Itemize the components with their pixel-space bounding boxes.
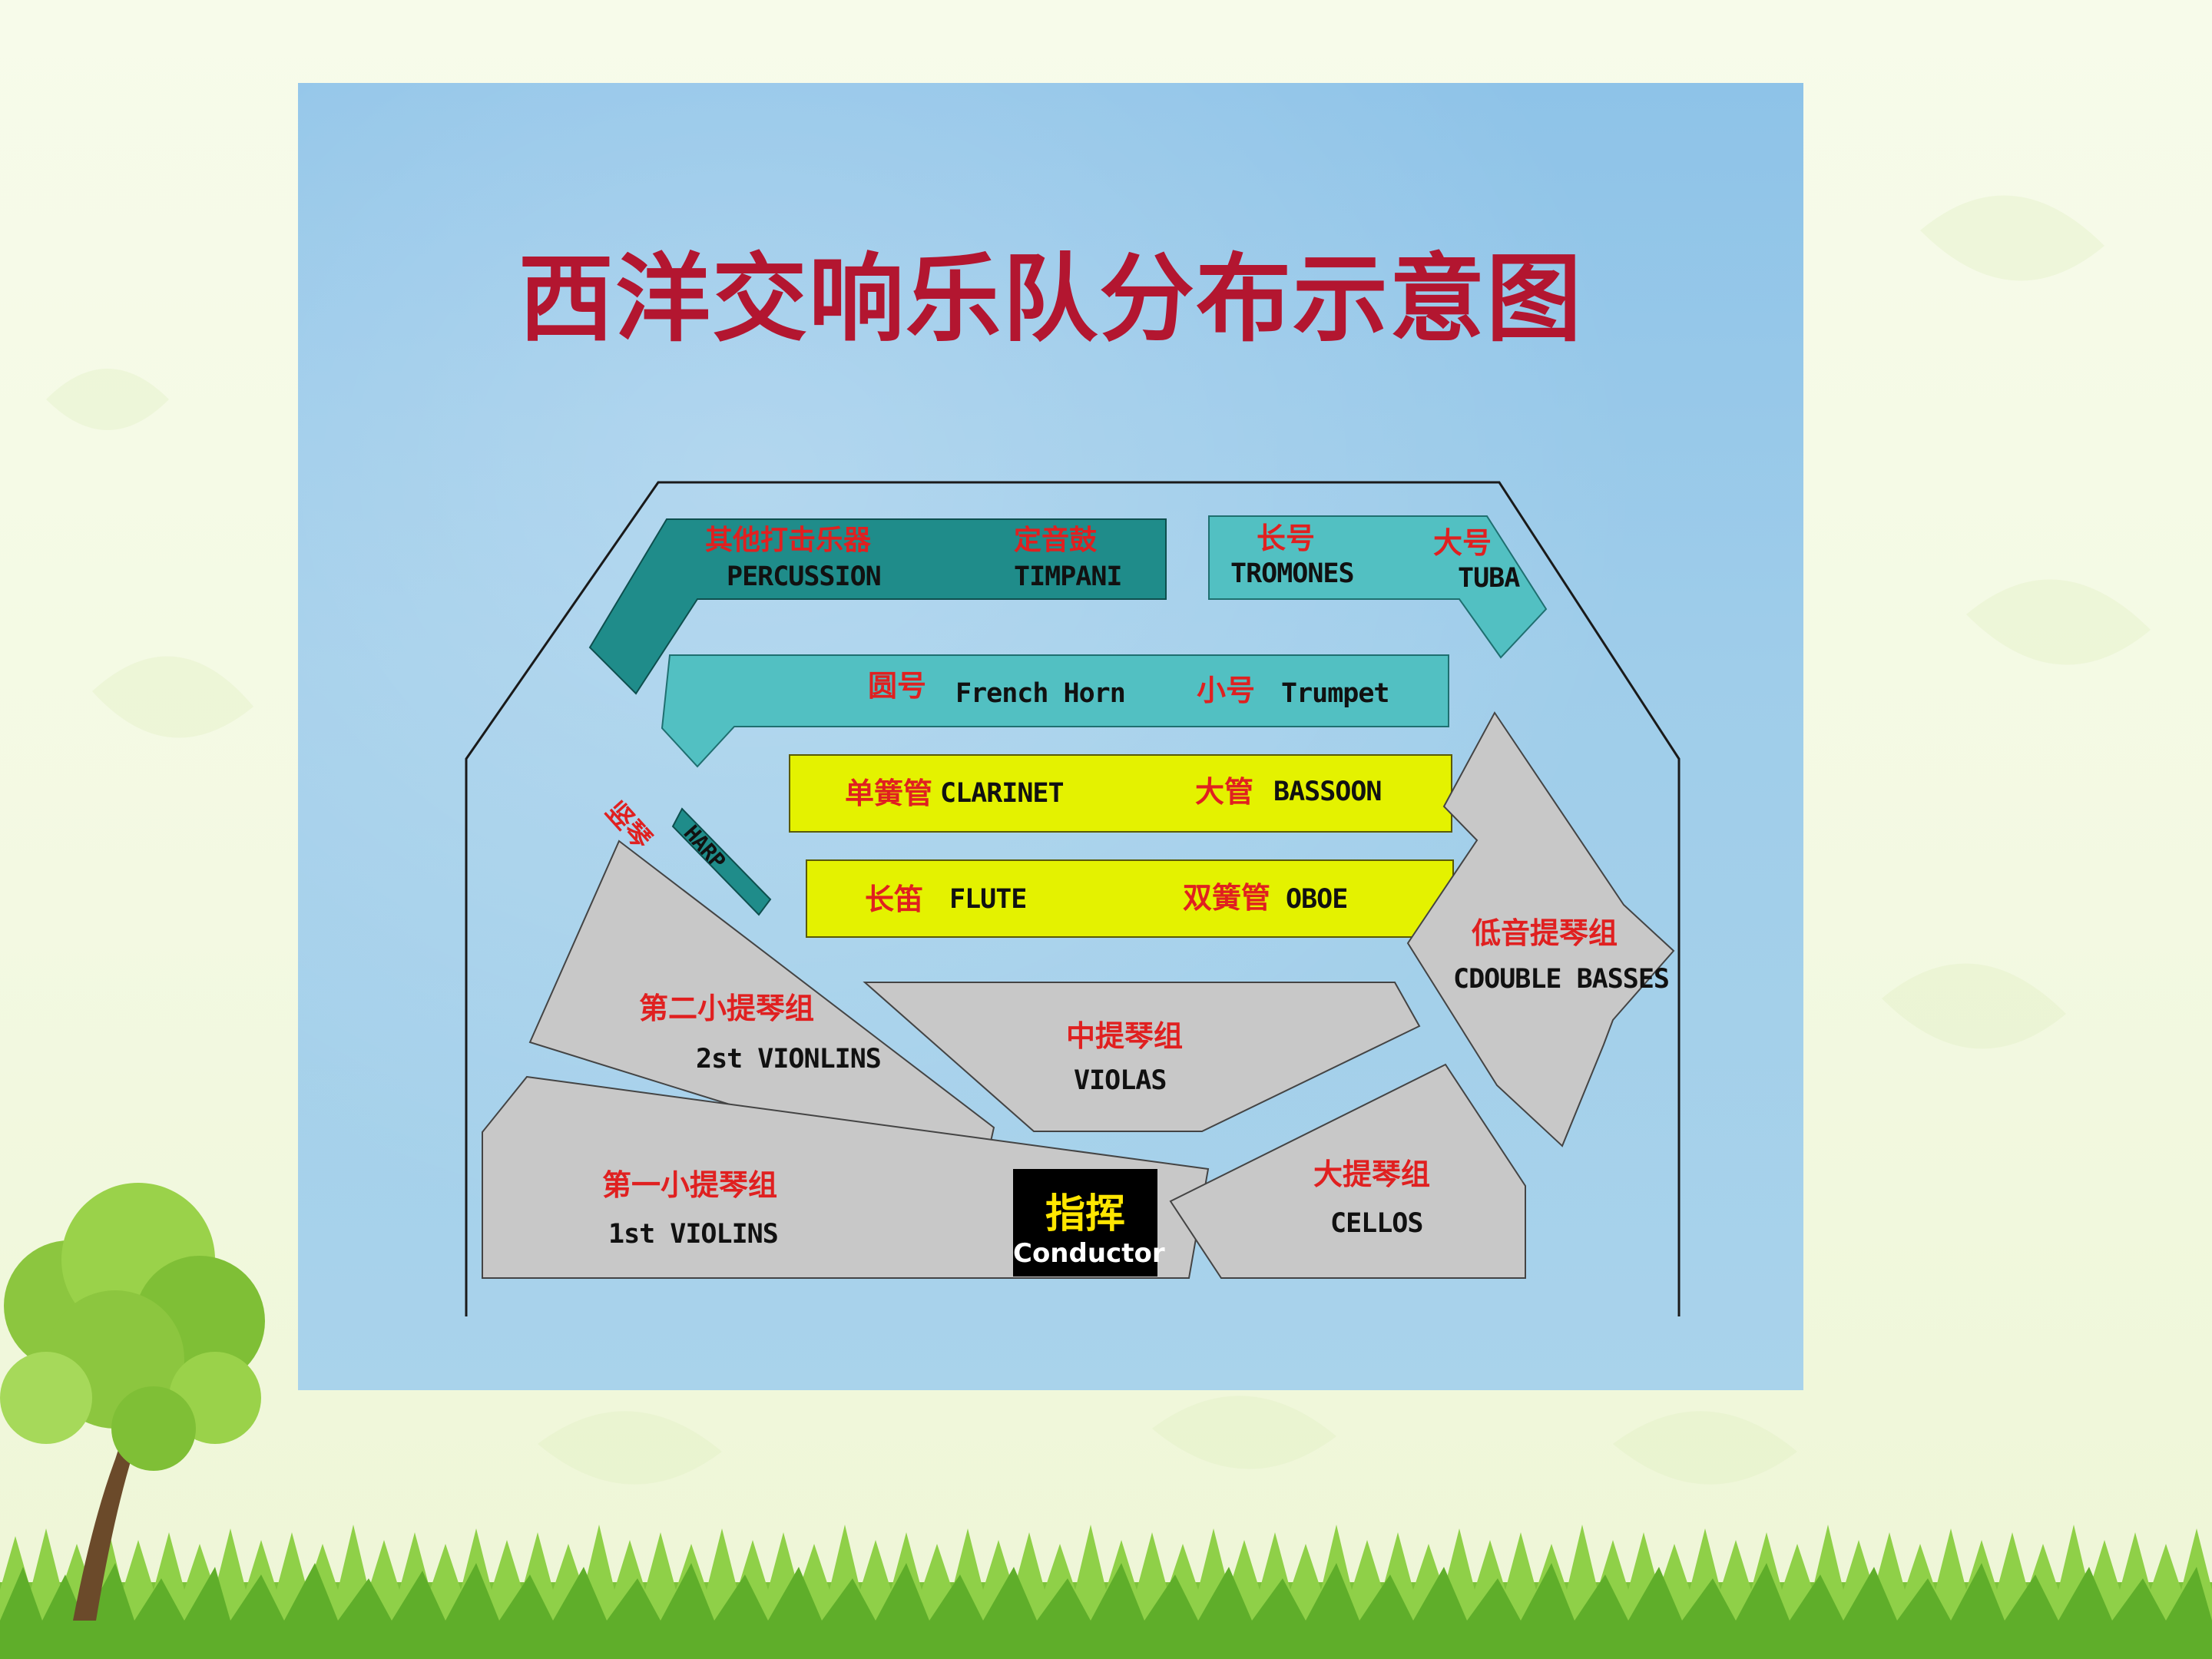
conductor-box: 指挥 Conductor: [1013, 1169, 1165, 1277]
stage-layout: [465, 481, 1681, 1316]
first-violins-en-label: 1st VIOLINS: [608, 1219, 779, 1250]
leaf-shape: [46, 369, 169, 430]
cellos-section: [1169, 1063, 1526, 1279]
diagram-title: 西洋交响乐队分布示意图: [518, 244, 1583, 355]
stage-outline: [465, 481, 1681, 1316]
flute-oboe-section: [806, 859, 1454, 938]
percussion-en-label: PERCUSSION: [727, 561, 882, 592]
tuba-en-label: TUBA: [1458, 563, 1520, 594]
cellos-en-label: CELLOS: [1330, 1208, 1423, 1239]
double-basses-section: [1406, 711, 1675, 1147]
bassoon-en-label: BASSOON: [1273, 777, 1382, 807]
leaf-shape: [538, 1411, 722, 1485]
flute-cn-label: 长笛: [865, 882, 924, 916]
tuba-cn-label: 大号: [1433, 526, 1492, 560]
first-violins-cn-label: 第一小提琴组: [602, 1168, 778, 1202]
leaf-shape: [1966, 579, 2151, 665]
grass-strip: [0, 1525, 2212, 1659]
tree-icon: [0, 1183, 265, 1621]
double-basses-cn-label: 低音提琴组: [1472, 916, 1618, 950]
violas-section: [863, 982, 1421, 1132]
trumpet-cn-label: 小号: [1197, 674, 1256, 707]
timpani-cn-label: 定音鼓: [1014, 525, 1098, 556]
leaf-shape: [1882, 963, 2066, 1049]
violas-cn-label: 中提琴组: [1066, 1019, 1184, 1053]
oboe-en-label: OBOE: [1286, 884, 1348, 915]
trumpet-en-label: Trumpet: [1281, 678, 1390, 709]
orchestra-diagram-panel: 西洋交响乐队分布示意图 其他打击乐器 PERCUSSION 定音鼓 TIMPAN…: [298, 83, 1803, 1390]
violas-en-label: VIOLAS: [1074, 1065, 1167, 1096]
horn-trumpet-section: [661, 654, 1449, 768]
leaf-shape: [1152, 1396, 1336, 1469]
french-horn-cn-label: 圆号: [868, 669, 927, 703]
trombones-cn-label: 长号: [1257, 522, 1316, 555]
trombones-en-label: TROMONES: [1230, 558, 1355, 589]
timpani-en-label: TIMPANI: [1014, 561, 1123, 592]
percussion-cn-label: 其他打击乐器: [705, 525, 872, 556]
leaf-shape: [1920, 195, 2104, 281]
percussion-timpani-section: [588, 518, 1167, 695]
harp-section: [671, 807, 772, 916]
second-violins-en-label: 2st VIONLINS: [696, 1044, 882, 1075]
bassoon-cn-label: 大管: [1195, 775, 1254, 809]
conductor-en-label: Conductor: [1013, 1238, 1165, 1269]
clarinet-en-label: CLARINET: [940, 778, 1065, 809]
oboe-cn-label: 双簧管: [1183, 881, 1271, 915]
second-violins-cn-label: 第二小提琴组: [639, 992, 815, 1025]
leaf-shape: [1613, 1411, 1797, 1485]
double-basses-en-label: CDOUBLE BASSES: [1453, 964, 1670, 995]
clarinet-bassoon-section: [789, 754, 1452, 833]
clarinet-cn-label: 单簧管: [845, 777, 933, 810]
french-horn-en-label: French Horn: [955, 678, 1126, 709]
conductor-cn-label: 指挥: [1045, 1191, 1125, 1237]
leaf-shape: [92, 656, 253, 738]
trombones-tuba-section: [1208, 515, 1548, 659]
cellos-cn-label: 大提琴组: [1313, 1157, 1431, 1191]
flute-en-label: FLUTE: [949, 884, 1027, 915]
